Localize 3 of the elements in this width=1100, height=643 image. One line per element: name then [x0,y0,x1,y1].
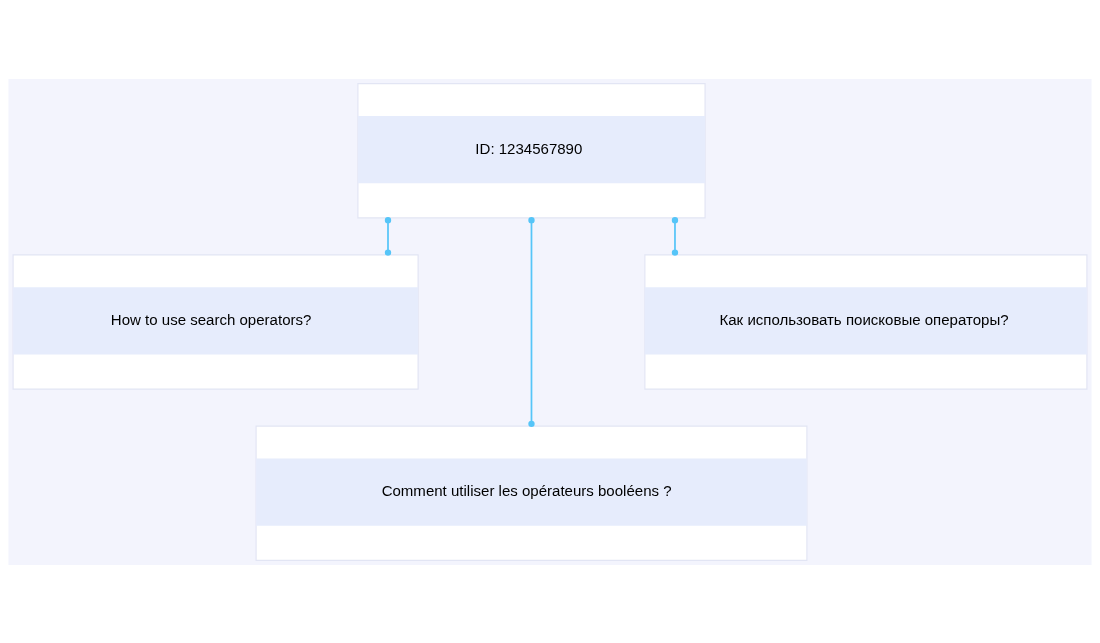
connector [671,216,679,256]
connector [384,216,392,256]
connector [528,216,535,427]
